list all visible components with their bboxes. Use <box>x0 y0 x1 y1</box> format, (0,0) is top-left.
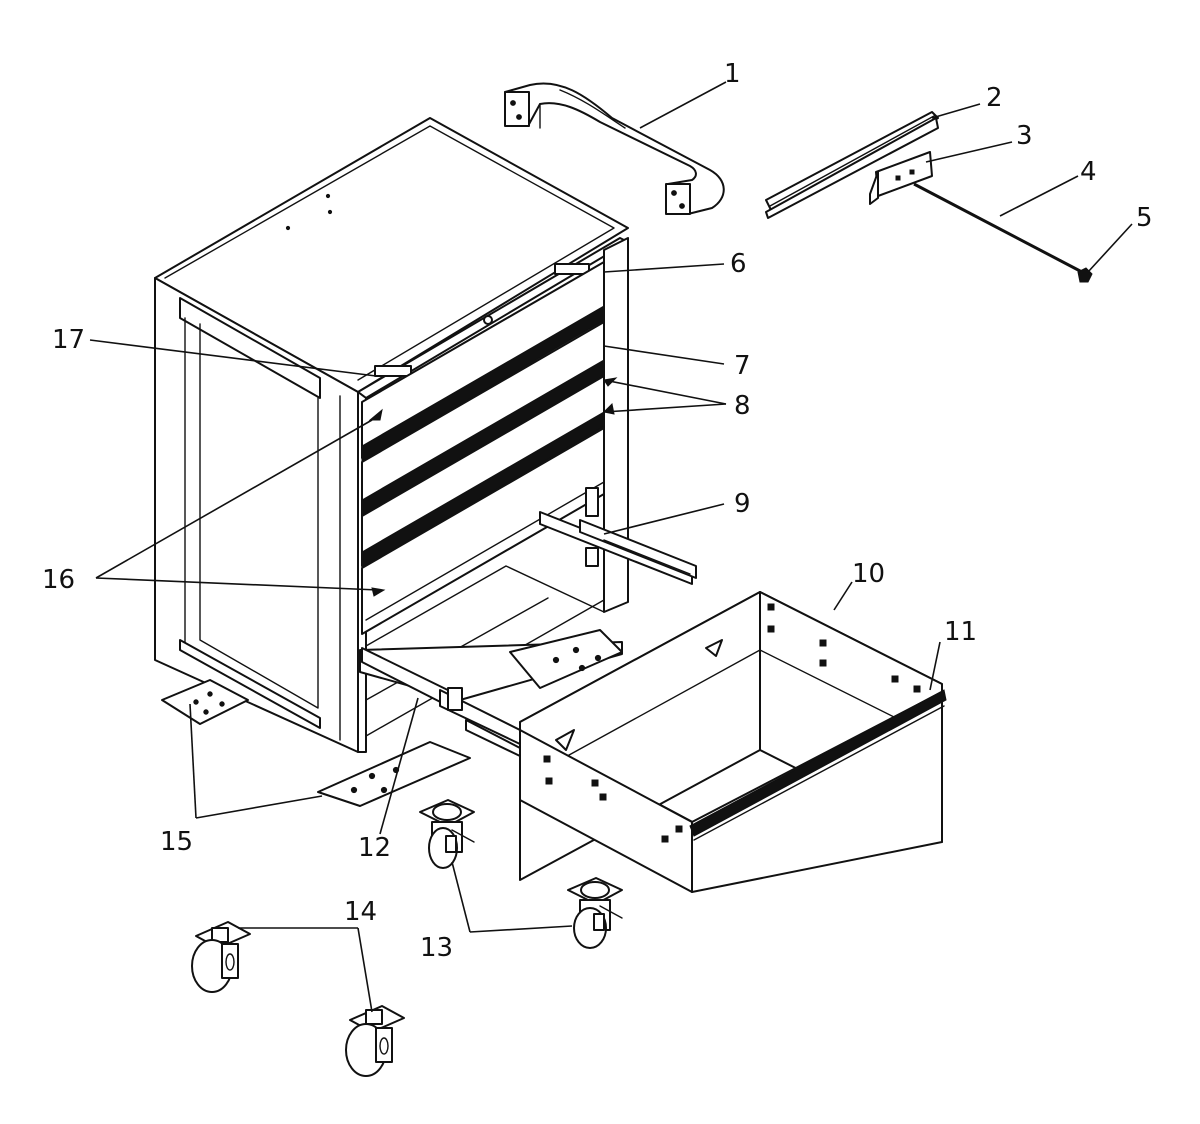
callout-16: 16 <box>42 565 75 595</box>
callout-13: 13 <box>420 933 453 963</box>
callout-1: 1 <box>724 59 741 89</box>
drawer-part <box>519 591 947 893</box>
leader-lines <box>89 81 1133 1013</box>
callout-11: 11 <box>944 617 977 647</box>
callout-17: 17 <box>52 325 85 355</box>
mounting-plate-part <box>317 741 471 807</box>
callout-3: 3 <box>1016 121 1033 151</box>
drawer-slide-part <box>539 511 697 585</box>
callout-12: 12 <box>358 833 391 863</box>
swivel-caster-part <box>567 877 623 949</box>
lower-slide-part <box>361 647 521 757</box>
handle-part <box>504 82 725 215</box>
rigid-caster-part <box>345 1005 405 1077</box>
cabinet-body <box>154 117 629 753</box>
callout-6: 6 <box>730 249 747 279</box>
lock-rod-part <box>913 182 1083 274</box>
rigid-caster-part <box>191 921 251 993</box>
mounting-plate-part <box>509 629 623 689</box>
callout-labels: 1 2 3 4 5 6 7 8 9 10 11 12 13 14 15 16 1… <box>42 59 1153 963</box>
callout-15: 15 <box>160 827 193 857</box>
callout-2: 2 <box>986 83 1003 113</box>
callout-4: 4 <box>1080 157 1097 187</box>
callout-8: 8 <box>734 391 751 421</box>
swivel-caster-part <box>419 799 475 869</box>
mounting-plate-part <box>161 679 249 725</box>
callout-7: 7 <box>734 351 751 381</box>
bracket-part <box>869 151 933 205</box>
lock-rail-part <box>765 111 939 219</box>
callout-5: 5 <box>1136 203 1153 233</box>
callout-14: 14 <box>344 897 377 927</box>
callout-9: 9 <box>734 489 751 519</box>
callout-10: 10 <box>852 559 885 589</box>
